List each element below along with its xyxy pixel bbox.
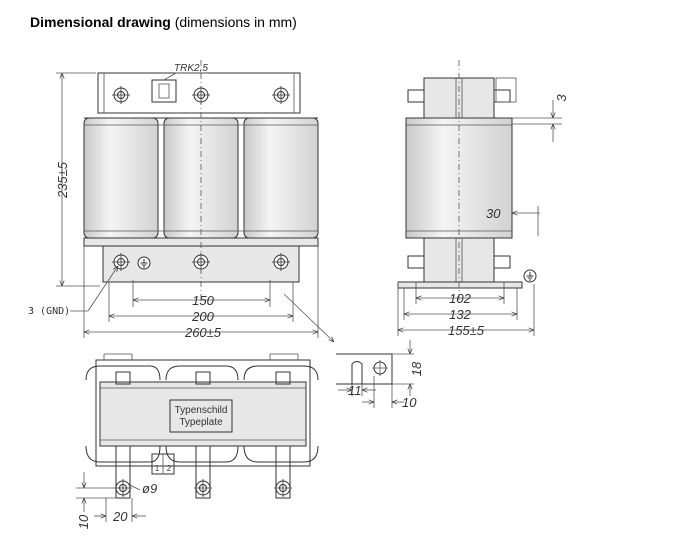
typeplate-label-en: Typeplate: [179, 417, 223, 428]
top-yoke: [99, 381, 307, 447]
top-terminal-nut: [271, 85, 291, 105]
terminal-width-dimension: 20: [112, 509, 128, 524]
coil-left: [83, 117, 159, 239]
edge-dimension: 10: [402, 395, 417, 410]
terminal-lug: [195, 445, 211, 499]
drawing-subtitle: (dimensions in mm): [170, 14, 297, 30]
terminal-block-label: TRK2,5: [174, 63, 208, 74]
offset-dimension: 3: [554, 94, 569, 102]
typeplate: [169, 399, 233, 433]
typeplate-label-de: Typenschild: [175, 405, 228, 416]
terminal-lug: [275, 445, 291, 499]
side-top-clamp: [423, 77, 495, 119]
top-terminal-nut: [111, 85, 131, 105]
terminal-block: [151, 79, 177, 103]
lug-hole: [193, 478, 213, 498]
drawing-heading: Dimensional drawing (dimensions in mm): [30, 14, 297, 30]
depth-dimension-1: 102: [449, 291, 471, 306]
hole-spacing-dimension: 150: [192, 293, 214, 308]
overall-width-dimension: 260±5: [184, 325, 222, 340]
terminal-number: 1: [155, 464, 160, 473]
slot-plate: [336, 353, 393, 385]
bracket-dimension: 30: [486, 206, 501, 221]
height-dimension: 235±5: [55, 161, 70, 199]
base-width-dimension: 200: [191, 309, 214, 324]
hole-diameter-dimension: ø9: [142, 481, 157, 496]
side-mounting-foot: [397, 281, 523, 289]
slot-width-dimension: 11: [348, 383, 362, 398]
lug-hole: [113, 478, 133, 498]
ground-icon: [137, 256, 151, 270]
gnd-callout-label: 3 (GND): [28, 306, 70, 317]
depth-dimension-2: 132: [449, 307, 471, 322]
slot-height-dimension: 18: [409, 361, 424, 376]
front-view: TRK2,5 235±5 3 (GND) 150 200: [28, 63, 334, 342]
coil-right: [243, 117, 319, 239]
side-view: 3 30 102 132 155±5: [397, 77, 569, 338]
terminal-lug: [115, 445, 131, 499]
edge-offset-dimension: 10: [76, 514, 91, 529]
top-frame: [95, 359, 311, 467]
slot-detail-view: 18 11 10: [336, 340, 424, 410]
depth-dimension-3: 155±5: [448, 323, 485, 338]
top-view: Typenschild Typeplate 1 2 ø9 10 20: [76, 353, 319, 529]
drawing-title: Dimensional drawing: [30, 14, 171, 30]
lug-hole: [273, 478, 293, 498]
terminal-number: 2: [167, 464, 172, 473]
ground-icon: [523, 269, 537, 283]
